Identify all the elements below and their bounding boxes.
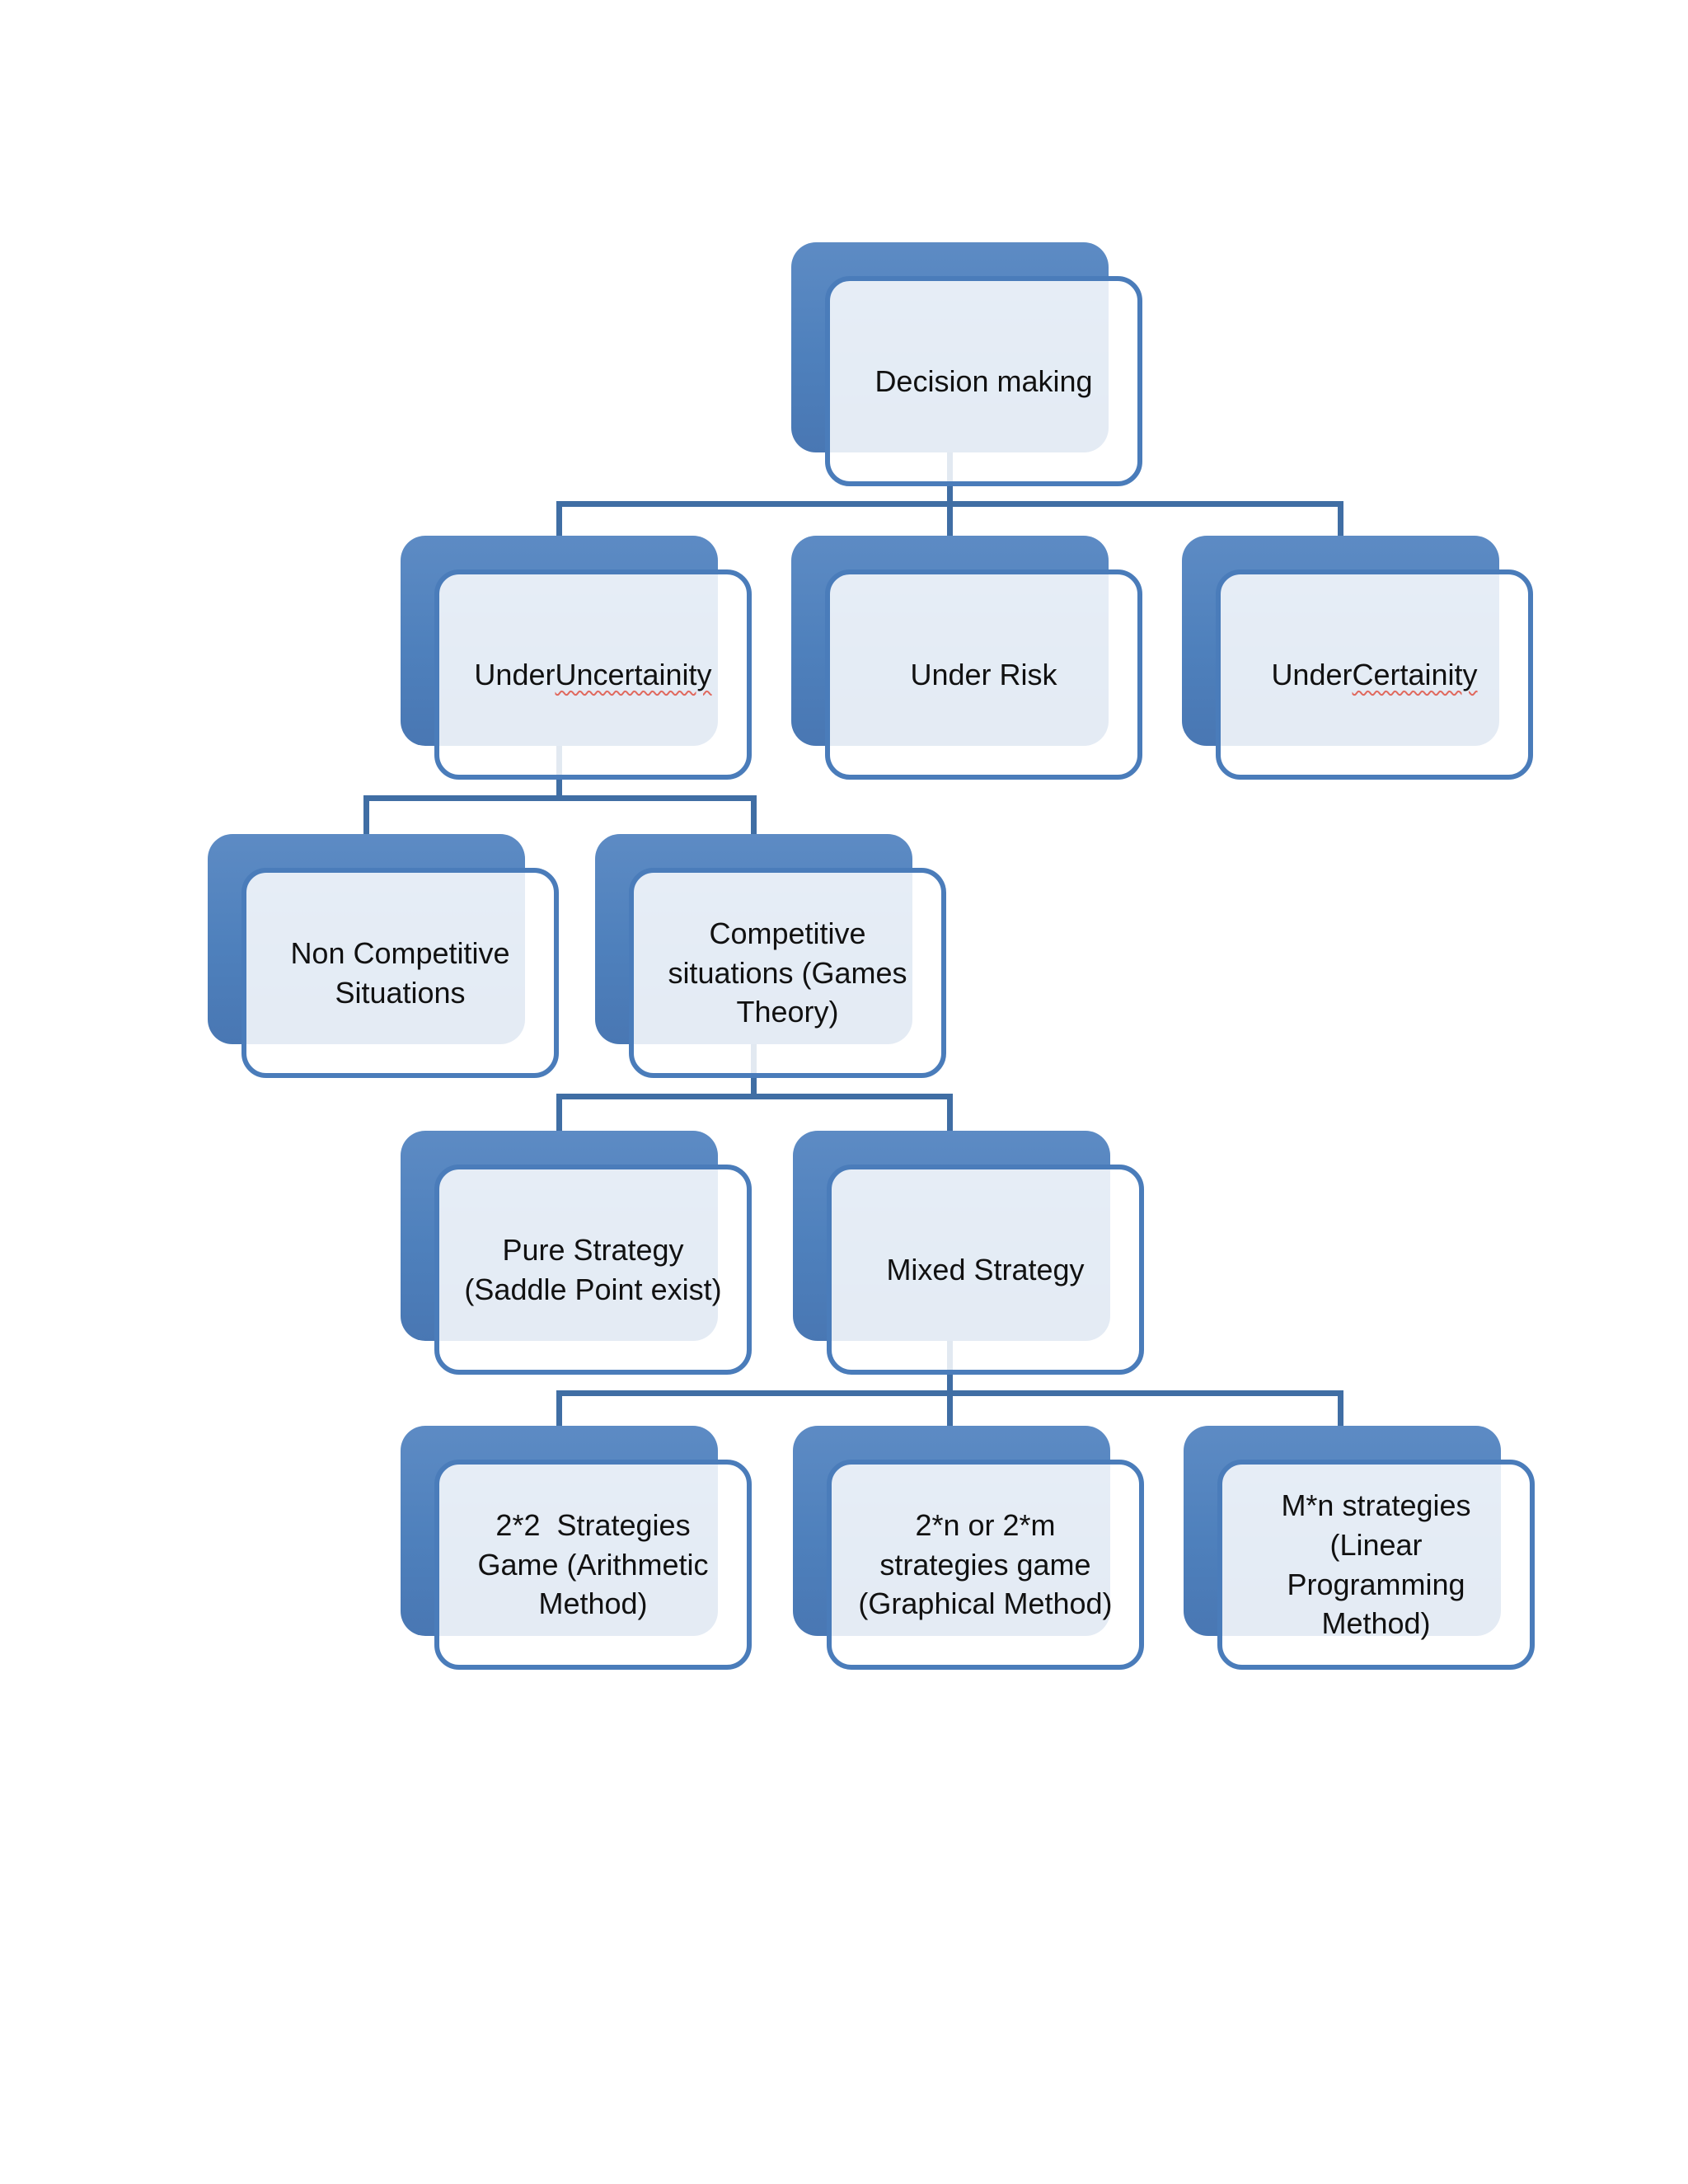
node-label: 2*n or 2*m strategies game (Graphical Me… bbox=[858, 1507, 1113, 1621]
flow-node-under-certainity: Under Certainity bbox=[1182, 536, 1533, 780]
node-card bbox=[434, 569, 752, 780]
connector-row4-horizontal bbox=[556, 1094, 953, 1099]
node-label: Mixed Strategy bbox=[886, 1252, 1085, 1286]
node-card bbox=[827, 1460, 1144, 1670]
node-card bbox=[241, 868, 559, 1078]
flow-node-competitive-situations: Competitive situations (Games Theory) bbox=[595, 834, 946, 1078]
connector-stub-competitive bbox=[751, 799, 757, 852]
flow-node-under-risk: Under Risk bbox=[791, 536, 1142, 780]
flow-node-under-uncertainity: Under Uncertainity bbox=[401, 536, 752, 780]
misspelled-word: Uncertainity bbox=[555, 657, 712, 691]
connector-stub-non-competitive bbox=[363, 799, 369, 852]
flow-node-2x2-strategies-game: 2*2 Strategies Game (Arithmetic Method) bbox=[401, 1426, 752, 1670]
misspelled-word: Certainity bbox=[1352, 657, 1478, 691]
flow-node-decision-making: Decision making bbox=[791, 242, 1142, 486]
connector-stub-pure-strategy bbox=[556, 1097, 562, 1149]
connector-stub-under-risk bbox=[947, 504, 953, 554]
node-label: M*n strategies (Linear Programming Metho… bbox=[1281, 1488, 1471, 1641]
flow-node-mixed-strategy: Mixed Strategy bbox=[793, 1131, 1144, 1375]
connector-stub-mixed-strategy bbox=[947, 1097, 953, 1149]
flow-node-mxn-strategies: M*n strategies (Linear Programming Metho… bbox=[1184, 1426, 1535, 1670]
connector-stub-under-uncertainity bbox=[556, 504, 562, 554]
connector-row2-horizontal bbox=[556, 501, 1343, 507]
node-card bbox=[827, 1165, 1144, 1375]
node-label: Decision making bbox=[874, 363, 1093, 398]
node-label: Under Uncertainity bbox=[439, 574, 747, 775]
node-label: 2*2 Strategies Game (Arithmetic Method) bbox=[477, 1507, 709, 1621]
label-prefix: Under bbox=[474, 657, 556, 691]
node-card bbox=[1217, 1460, 1535, 1670]
connector-stub-mxn bbox=[1338, 1394, 1343, 1444]
connector-stub-2n2m bbox=[947, 1394, 953, 1444]
node-card bbox=[1216, 569, 1533, 780]
flow-node-2n-or-2m-strategies-game: 2*n or 2*m strategies game (Graphical Me… bbox=[793, 1426, 1144, 1670]
node-label: Under Certainity bbox=[1221, 574, 1528, 775]
flow-node-non-competitive-situations: Non Competitive Situations bbox=[208, 834, 559, 1078]
node-card bbox=[825, 569, 1142, 780]
connector-row3-horizontal bbox=[363, 795, 757, 801]
node-label: Under Risk bbox=[910, 657, 1057, 691]
node-label: Competitive situations (Games Theory) bbox=[668, 916, 907, 1029]
node-label: Non Competitive Situations bbox=[290, 935, 510, 1010]
node-card bbox=[434, 1460, 752, 1670]
node-card bbox=[434, 1165, 752, 1375]
connector-row5-horizontal bbox=[556, 1390, 1343, 1396]
connector-stub-under-certainity bbox=[1338, 504, 1343, 554]
node-card bbox=[629, 868, 946, 1078]
node-label: Pure Strategy (Saddle Point exist) bbox=[464, 1232, 722, 1306]
label-prefix: Under bbox=[1271, 657, 1353, 691]
connector-stub-2x2 bbox=[556, 1394, 562, 1444]
node-card bbox=[825, 276, 1142, 486]
flow-node-pure-strategy: Pure Strategy (Saddle Point exist) bbox=[401, 1131, 752, 1375]
